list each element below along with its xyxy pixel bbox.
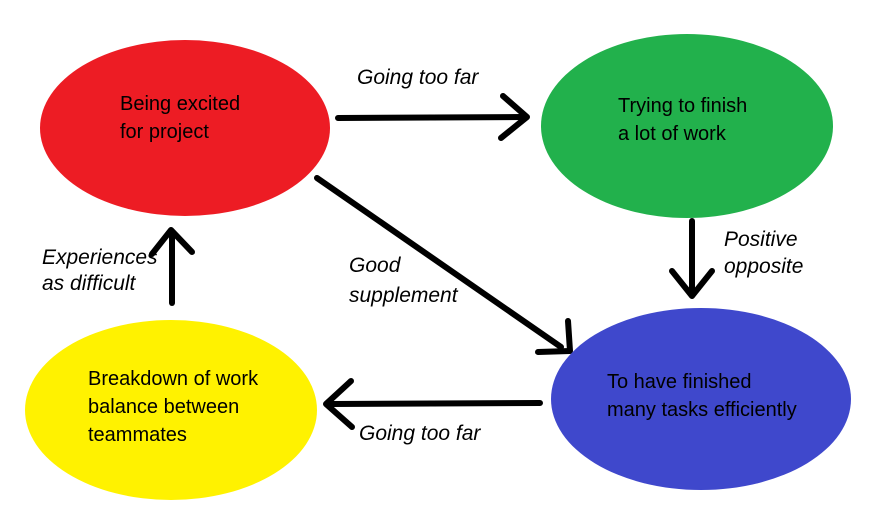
- text-line: opposite: [724, 255, 804, 278]
- text-line: Experiences: [42, 246, 158, 269]
- text-line: Going too far: [357, 66, 479, 89]
- arrow-breakdown-to-excited: [149, 227, 195, 306]
- node-label-finished-many-tasks: To have finished many tasks efficiently: [607, 368, 797, 424]
- text-line: Going too far: [359, 422, 481, 445]
- text-line: To have finished: [607, 371, 752, 393]
- text-line: for project: [120, 121, 209, 143]
- text-line: balance between: [88, 396, 240, 418]
- edge-label-positive-opposite: Positive opposite: [724, 226, 803, 280]
- edge-label-going-too-far-top: Going too far: [357, 64, 478, 91]
- text-line: a lot of work: [618, 123, 726, 145]
- text-line: many tasks efficiently: [607, 399, 797, 421]
- node-label-trying-to-finish: Trying to finish a lot of work: [618, 92, 747, 148]
- edge-label-good-supplement: Good supplement: [349, 251, 458, 311]
- text-line: as difficult: [42, 272, 136, 295]
- text-line: Breakdown of work: [88, 368, 259, 390]
- arrow-excited-to-trying: [335, 93, 530, 141]
- node-trying-to-finish: [541, 34, 833, 218]
- node-being-excited: [40, 40, 330, 216]
- text-line: teammates: [88, 424, 187, 446]
- edge-label-experiences-as-difficult: Experiences as difficult: [42, 245, 158, 297]
- text-line: Being excited: [120, 93, 241, 115]
- node-label-work-balance-breakdown: Breakdown of work balance between teamma…: [88, 365, 258, 449]
- arrow-excited-to-finished: [314, 175, 573, 355]
- text-line: supplement: [349, 284, 458, 307]
- node-finished-many-tasks: [551, 308, 851, 490]
- text-line: Positive: [724, 228, 798, 251]
- arrow-trying-to-finished: [669, 218, 715, 299]
- text-line: Good: [349, 254, 401, 277]
- node-label-being-excited: Being excited for project: [120, 90, 240, 146]
- node-work-balance-breakdown: [25, 320, 317, 500]
- text-line: Trying to finish: [618, 95, 748, 117]
- arrow-finished-to-breakdown: [323, 378, 543, 430]
- edge-label-going-too-far-bottom: Going too far: [359, 420, 480, 447]
